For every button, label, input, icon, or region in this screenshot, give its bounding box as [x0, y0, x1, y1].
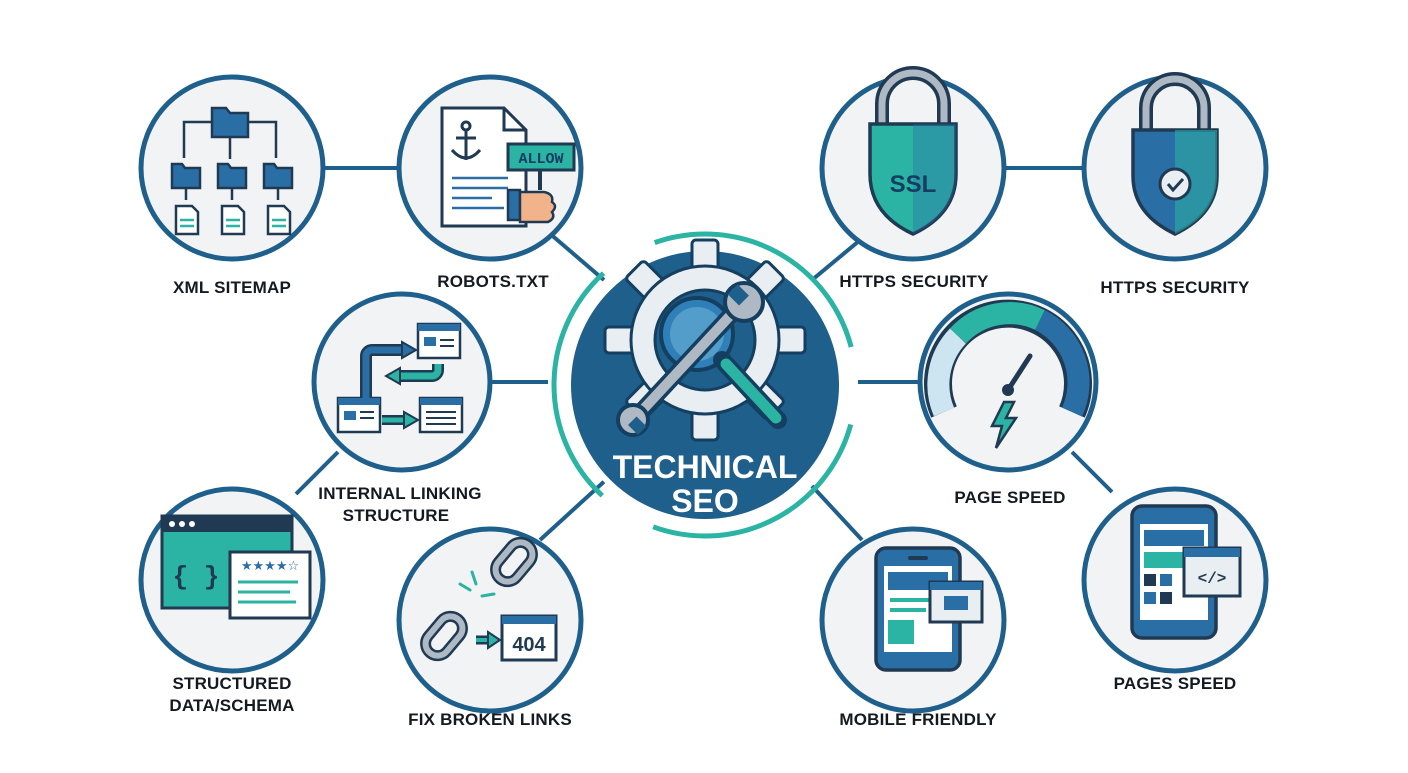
error-code-text: 404	[512, 634, 546, 656]
responsive-code-device-icon: </>	[1130, 504, 1242, 640]
fix-broken-links-label: FIX BROKEN LINKS	[408, 710, 572, 729]
structured-data-label-line1: STRUCTURED	[172, 674, 292, 693]
ssl-badge-text: SSL	[890, 171, 937, 198]
broken-chain-icon: 404	[420, 536, 558, 662]
fix-broken-links-node	[396, 526, 584, 714]
schema-code-window-icon: { } ★★★★☆	[160, 514, 312, 620]
mobile-friendly-label: MOBILE FRIENDLY	[839, 710, 997, 729]
speedometer-icon	[924, 299, 1092, 449]
hub-title-line2: SEO	[671, 483, 739, 519]
structured-data-label-line2: DATA/SCHEMA	[169, 696, 295, 715]
internal-linking-label-line1: INTERNAL LINKING	[318, 484, 482, 503]
padlock-shield-icon	[1131, 72, 1219, 236]
checkmark-icon	[1158, 167, 1192, 201]
xml-sitemap-label: XML SITEMAP	[172, 278, 292, 297]
thumbs-up-icon	[506, 188, 557, 224]
pages-speed-label: PAGES SPEED	[1113, 674, 1237, 693]
allow-sign-text: ALLOW	[518, 151, 563, 168]
robots-txt-label: ROBOTS.TXT	[437, 272, 549, 291]
sitemap-tree-icon	[170, 106, 294, 236]
wrench-icon	[616, 281, 765, 437]
mobile-phone-icon	[874, 546, 984, 672]
https-security-label-1: HTTPS SECURITY	[839, 272, 989, 291]
https-security-label-2: HTTPS SECURITY	[1100, 278, 1250, 297]
ssl-lock-shield-icon: SSL	[868, 66, 958, 236]
rating-stars: ★★★★☆	[241, 559, 299, 574]
page-speed-label: PAGE SPEED	[954, 488, 1066, 507]
robots-document-icon: ALLOW	[440, 106, 576, 228]
hub-outer-ring	[551, 231, 859, 539]
linked-pages-icon	[336, 322, 464, 434]
anchor-icon	[450, 120, 482, 160]
lightning-bolt-icon	[989, 400, 1019, 449]
technical-seo-hub: TECHNICAL SEO	[551, 231, 859, 539]
internal-linking-label-line2: STRUCTURE	[342, 506, 450, 525]
code-tag-text: </>	[1198, 570, 1227, 588]
code-braces-text: { }	[173, 562, 220, 592]
hub-title-line1: TECHNICAL	[613, 449, 798, 485]
